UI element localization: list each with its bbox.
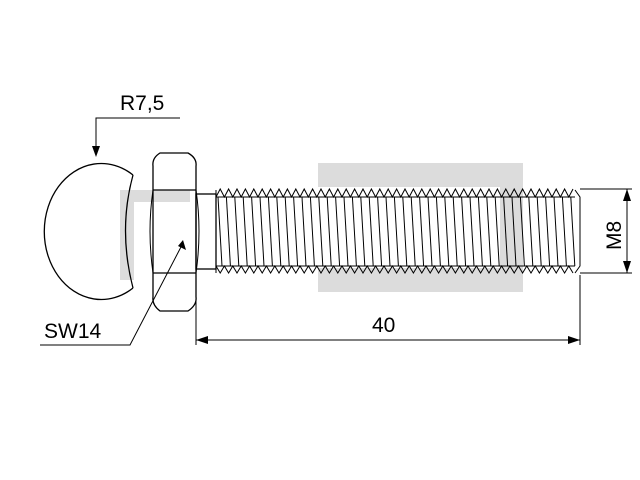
thread-flank [251,196,257,267]
radius-label: R7,5 [120,92,164,115]
thread-flank [225,196,231,267]
thread-flank [528,196,534,267]
thread-flank [511,196,517,267]
thread-flank [301,196,307,267]
thread-flank [477,196,483,267]
hex-collar [149,152,200,312]
thread-flank [494,196,500,267]
thread-flank [469,196,475,267]
radius-leader: R7,5 [92,92,180,157]
length-label: 40 [372,314,395,337]
thread-flank [561,196,567,267]
thread-flank [452,196,458,267]
thread-flank [553,196,559,267]
thread-flank [335,196,341,267]
thread-flank [309,196,315,267]
thread-flank [276,196,282,267]
thread-flank [351,196,357,267]
thread-flank [444,196,450,267]
thread-flank [519,196,525,267]
thread-flank [259,196,265,267]
thread-dimension: M8 [580,188,632,274]
wrench-size-label: SW14 [44,320,102,343]
thread-flank [410,196,416,267]
thread-flank [360,196,366,267]
thread-flank [318,196,324,267]
thread-label: M8 [603,221,626,250]
thread-flank [377,196,383,267]
thread-flank [402,196,408,267]
thread-flank [570,196,576,267]
threaded-shank [215,187,581,274]
thread-flank [343,196,349,267]
thread-flank [503,196,509,267]
wrench-size-leader: SW14 [40,240,186,346]
thread-flank [326,196,332,267]
thread-flank [545,196,551,267]
thread-flank [419,196,425,267]
thread-flank [461,196,467,267]
thread-flank [368,196,374,267]
thread-flank [427,196,433,267]
length-dimension: 40 [195,275,581,345]
thread-flank [536,196,542,267]
thread-flank [217,196,223,267]
thread-flank [486,196,492,267]
thread-flank [284,196,290,267]
ball-head [43,162,134,301]
thread-flank [293,196,299,267]
thread-flank [385,196,391,267]
thread-flank [267,196,273,267]
thread-flank [234,196,240,267]
thread-flank [435,196,441,267]
thread-flank [242,196,248,267]
thread-flank [393,196,399,267]
